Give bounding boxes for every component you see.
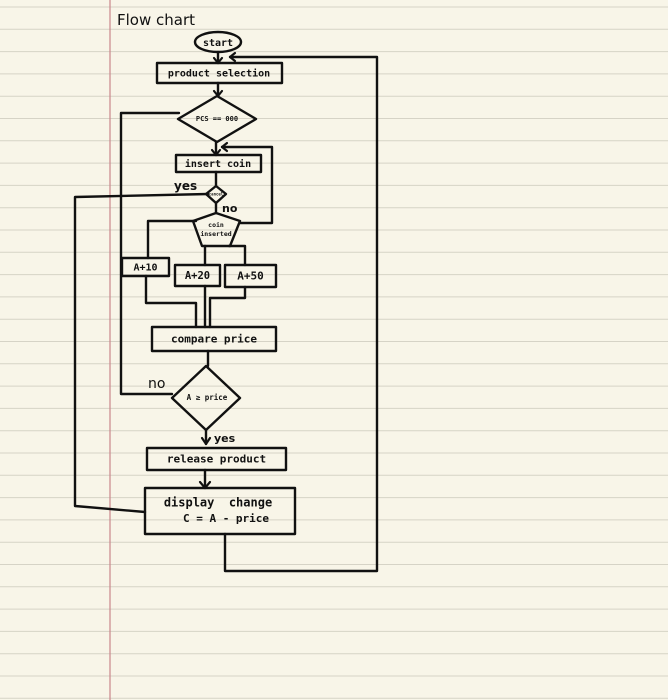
display-change-label-1: display change <box>164 496 272 510</box>
display-change-box <box>143 486 297 536</box>
coin-inserted-node <box>191 211 242 248</box>
decision-no-label: no <box>148 376 165 392</box>
a10-label: A+10 <box>133 263 157 274</box>
coin-inserted-label-1: coin <box>208 221 224 229</box>
arrowhead <box>228 51 237 63</box>
cancel-yes-label: yes <box>174 179 197 193</box>
arrowhead <box>220 141 229 153</box>
edge-a10-to-compare <box>144 274 198 329</box>
a-ge-price-label: A ≥ price <box>187 393 228 402</box>
cancel-label: cancel <box>209 192 224 197</box>
a20-label: A+20 <box>185 270 210 282</box>
cancel-no-label: no <box>222 202 238 215</box>
edge-cancel-yes <box>73 192 210 514</box>
a-ge-price-decision <box>170 364 242 432</box>
ruled-lines <box>0 6 668 699</box>
compare-price-box <box>150 325 278 353</box>
pcs-decision <box>176 94 258 144</box>
cancel-decision <box>204 184 228 205</box>
edge-pcs-left-loop <box>119 111 181 396</box>
a50-box <box>223 263 278 289</box>
a20-box <box>173 263 222 288</box>
edge-loop-to-selection <box>223 55 379 573</box>
pcs-label: PCS == 000 <box>196 115 238 123</box>
page-title: Flow chart <box>117 11 195 29</box>
release-product-label: release product <box>167 453 266 466</box>
display-change-label-2: C = A - price <box>183 512 269 525</box>
release-product-box <box>145 446 288 472</box>
edge-coin-to-a50 <box>227 244 247 267</box>
start-label: start <box>203 38 233 49</box>
a10-box <box>120 256 171 278</box>
edge-coin-loop-to-insert <box>220 145 274 225</box>
arrowhead <box>200 436 212 446</box>
edge-a50-to-compare <box>208 285 247 329</box>
start-node <box>193 30 243 54</box>
decision-yes-label: yes <box>214 432 236 445</box>
compare-price-label: compare price <box>171 333 257 346</box>
insert-coin-label: insert coin <box>185 158 251 170</box>
product-selection-box <box>155 61 284 85</box>
product-selection-label: product selection <box>168 68 270 80</box>
a50-label: A+50 <box>237 270 264 283</box>
coin-inserted-label-2: inserted <box>200 230 231 238</box>
insert-coin-box <box>174 153 263 174</box>
edge-coin-to-a10 <box>146 219 198 260</box>
